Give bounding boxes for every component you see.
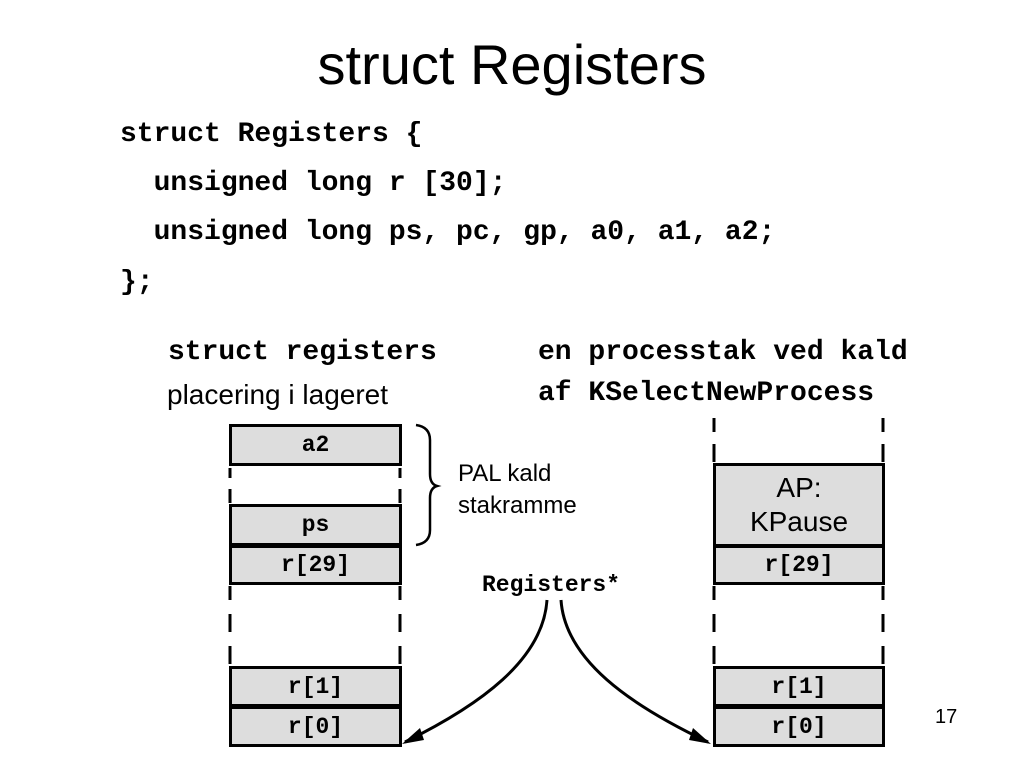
slot-ap-line-2: KPause	[749, 506, 849, 537]
slot-r29: r[29]	[229, 545, 402, 585]
slide-title: struct Registers	[317, 33, 707, 96]
slot-ap-kpause: AP: KPause	[713, 463, 885, 547]
arrow-head-right	[689, 728, 711, 744]
slot-r29: r[29]	[713, 545, 885, 585]
left-heading-code: struct registers	[168, 337, 437, 368]
pal-label: PAL kald stakramme	[458, 460, 577, 519]
code-line-3: unsigned long ps, pc, gp, a0, a1, a2;	[120, 217, 776, 248]
slot-r0: r[0]	[713, 706, 885, 747]
slot-ps: ps	[229, 504, 402, 546]
code-line-1: struct Registers {	[120, 119, 423, 150]
slot-r1: r[1]	[229, 666, 402, 707]
slot-r1: r[1]	[713, 666, 885, 707]
left-heading-text: placering i lageret	[167, 379, 389, 410]
right-heading-line-2: af KSelectNewProcess	[538, 378, 875, 409]
pointer-label: Registers*	[482, 572, 621, 598]
code-line-4: };	[120, 267, 154, 298]
pointer-arrow-left	[404, 599, 549, 744]
arrow-head-left	[402, 728, 424, 744]
slot-a2: a2	[229, 424, 402, 466]
page-number: 17	[935, 706, 958, 728]
code-line-2: unsigned long r [30];	[120, 168, 507, 199]
right-heading-line-1: en processtak ved kald	[538, 337, 908, 368]
slot-r0: r[0]	[229, 706, 402, 747]
pointer-arrow-right	[559, 599, 709, 744]
slot-ap-line-1: AP:	[776, 472, 822, 503]
pal-brace	[415, 423, 442, 547]
